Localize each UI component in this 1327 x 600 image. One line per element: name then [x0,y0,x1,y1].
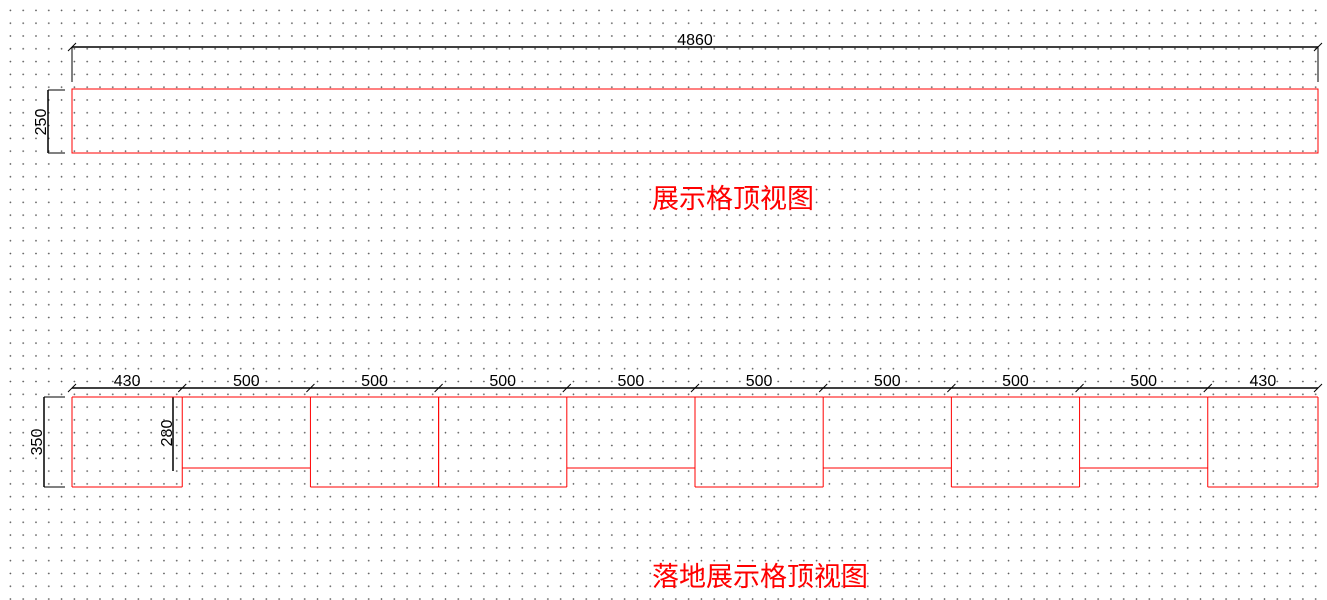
length-label: 4860 [677,32,713,49]
shelf-outline [72,89,1318,153]
segment-width-label: 500 [489,373,516,390]
segment-width-label: 430 [114,373,141,390]
depth-label: 350 [29,429,46,456]
segment-width-label: 500 [874,373,901,390]
depth-label: 250 [33,109,50,136]
segment-width-label: 430 [1250,373,1277,390]
floor-view-title: 落地展示格顶视图 [652,562,868,593]
top-view: 4860 250 展示格顶视图 [33,32,1322,215]
floor-view: 350 280 落地展示格顶视图 430 500 500 500 500 500 500 50… [29,373,1322,593]
inner-depth-label: 280 [159,420,176,447]
segment-width-label: 500 [233,373,260,390]
segment-width-label: 500 [1130,373,1157,390]
top-view-title: 展示格顶视图 [652,184,814,215]
segment-width-label: 500 [746,373,773,390]
segment-width-label: 500 [361,373,388,390]
segment-width-label: 500 [618,373,645,390]
segment-width-label: 500 [1002,373,1029,390]
